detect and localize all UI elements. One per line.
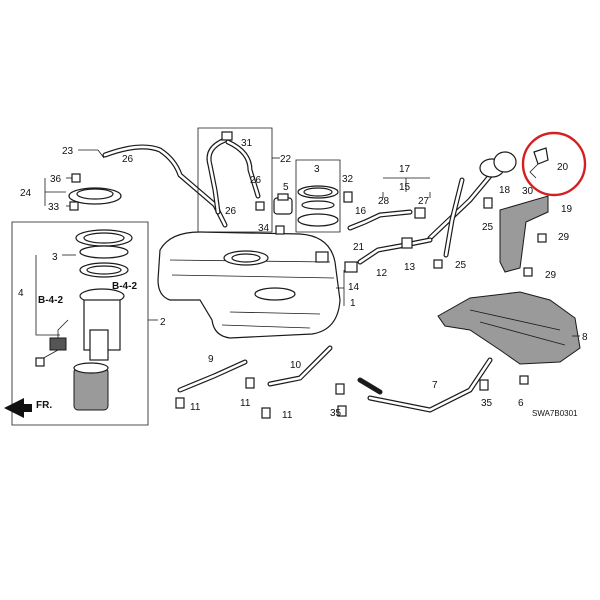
- callout-3a: 3: [52, 252, 58, 263]
- callout-16: 16: [355, 206, 367, 217]
- highlight-circle: [521, 131, 587, 197]
- callout-25b: 25: [455, 260, 467, 271]
- callout-3b: 3: [314, 164, 320, 175]
- callout-8: 8: [582, 332, 588, 343]
- callout-35b: 35: [481, 398, 493, 409]
- callout-27: 27: [418, 196, 430, 207]
- tank-strap-10: [267, 345, 333, 387]
- callout-34: 34: [258, 223, 270, 234]
- callout-10: 10: [290, 360, 302, 371]
- callout-32: 32: [342, 174, 354, 185]
- return-hose-22: [206, 131, 261, 215]
- callout-35a: 35: [330, 408, 342, 419]
- pump-seal-rings: [75, 229, 133, 278]
- callout-29b: 29: [545, 270, 557, 281]
- fuel-pump-bracket-box: [11, 221, 149, 426]
- callout-11b: 11: [240, 398, 251, 409]
- callout-25a: 25: [482, 222, 494, 233]
- callout-14: 14: [348, 282, 360, 293]
- callout-22: 22: [280, 154, 292, 165]
- callout-6: 6: [518, 398, 524, 409]
- front-direction-arrow: [4, 398, 32, 418]
- tank-seal-rings: [297, 185, 339, 227]
- callout-5: 5: [283, 182, 289, 193]
- callout-2: 2: [160, 317, 166, 328]
- callout-28: 28: [378, 196, 390, 207]
- callout-4: 4: [18, 288, 24, 299]
- ring-set-box: [295, 159, 341, 233]
- ref-b-4-2-a: B-4-2: [38, 295, 63, 306]
- callout-9: 9: [208, 354, 214, 365]
- callout-13: 13: [404, 262, 416, 273]
- callout-36: 36: [50, 174, 62, 185]
- callout-30: 30: [522, 186, 534, 197]
- bolts: [175, 375, 529, 419]
- callout-labels: 1 2 3 3 4 5 6 7 8 9 10 11 11 11 12 13 14…: [18, 138, 588, 421]
- fuel-lid-20: [529, 147, 549, 179]
- fuel-pump-module: [35, 288, 125, 411]
- callout-21: 21: [353, 242, 365, 253]
- heat-shield-8: [437, 291, 581, 365]
- callout-26a: 26: [122, 154, 134, 165]
- callout-1: 1: [350, 298, 356, 309]
- callout-26c: 26: [225, 206, 237, 217]
- callout-12: 12: [376, 268, 388, 279]
- callout-15: 15: [399, 182, 411, 193]
- callout-26b: 26: [250, 175, 262, 186]
- callout-19: 19: [561, 204, 573, 215]
- diagram-code: SWA7B0301: [532, 409, 578, 418]
- callout-23: 23: [62, 146, 74, 157]
- vapor-line-23: [102, 144, 228, 228]
- valve-5: [273, 193, 293, 215]
- clip-34: [275, 225, 285, 235]
- clip-25: [483, 197, 493, 209]
- callout-20: 20: [557, 162, 569, 173]
- callout-7: 7: [432, 380, 438, 391]
- tank-strap-9: [177, 359, 248, 393]
- callout-24: 24: [20, 188, 32, 199]
- tank-access-cover: [68, 173, 122, 211]
- callout-17: 17: [399, 164, 411, 175]
- tank-strap-7: [357, 357, 493, 413]
- hose-assembly-box: [197, 127, 273, 233]
- splash-guard-19: [499, 195, 549, 273]
- filler-hoses: [315, 191, 433, 273]
- clip-25b: [433, 259, 443, 269]
- clip-29a: [537, 233, 547, 243]
- callout-31: 31: [241, 138, 253, 149]
- callout-11a: 11: [190, 402, 201, 413]
- callout-11c: 11: [282, 410, 293, 421]
- callout-18: 18: [499, 185, 511, 196]
- callout-29a: 29: [558, 232, 570, 243]
- clip-26: [255, 201, 265, 211]
- fuel-tank: [157, 231, 341, 339]
- front-label: FR.: [36, 400, 52, 411]
- clip-29b: [523, 267, 533, 277]
- ref-b-4-2-b: B-4-2: [112, 281, 137, 292]
- filler-pipe-17: [427, 151, 517, 258]
- callout-33: 33: [48, 202, 60, 213]
